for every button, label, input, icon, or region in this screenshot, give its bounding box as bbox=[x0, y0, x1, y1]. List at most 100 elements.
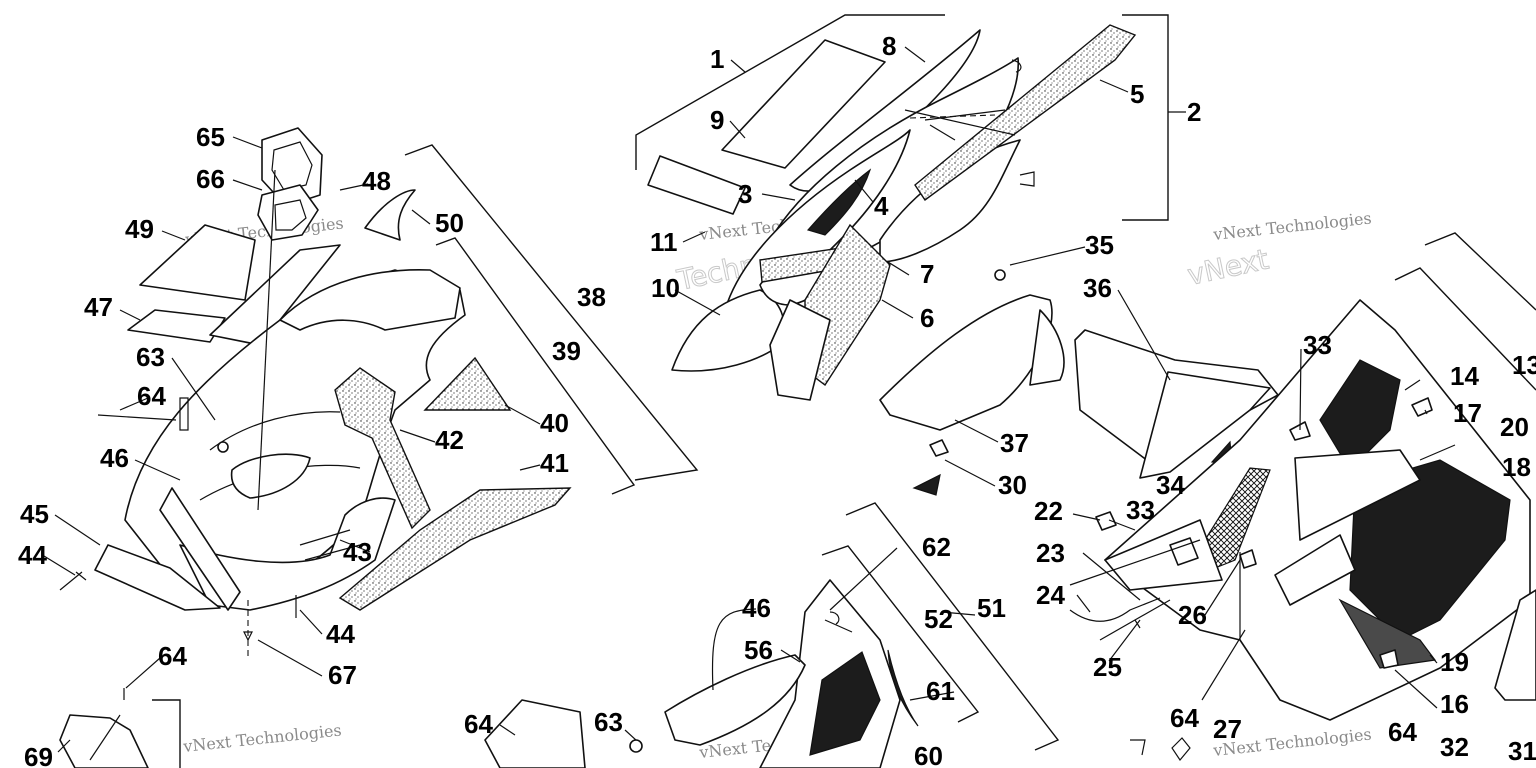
panel-69 bbox=[59, 714, 149, 768]
side-panel-assembly bbox=[484, 502, 1060, 768]
callout-7: 7 bbox=[920, 259, 934, 289]
bracket-lower-64 bbox=[484, 699, 586, 768]
callout-47: 47 bbox=[84, 292, 113, 322]
callout-46-left: 46 bbox=[100, 443, 129, 473]
window-decal-9 bbox=[721, 39, 886, 169]
panel-cutout bbox=[1274, 534, 1356, 606]
grommet-63-lower bbox=[629, 739, 643, 753]
handle-56 bbox=[664, 654, 806, 746]
callout-67: 67 bbox=[328, 660, 357, 690]
bracket-51 bbox=[845, 502, 1060, 751]
fastener-62 bbox=[824, 611, 853, 633]
watermark-outline-3: vNext bbox=[1185, 243, 1272, 292]
callout-16: 16 bbox=[1440, 689, 1469, 719]
callout-42: 42 bbox=[435, 425, 464, 455]
decal-16 bbox=[1379, 649, 1399, 669]
screw-44-left bbox=[59, 571, 87, 591]
callout-11: 11 bbox=[650, 227, 678, 257]
callout-26: 26 bbox=[1178, 600, 1207, 630]
callout-36: 36 bbox=[1083, 273, 1112, 303]
callout-64-left: 64 bbox=[137, 381, 166, 411]
right-panel-assembly bbox=[879, 232, 1536, 762]
side-panel-graphic bbox=[809, 651, 881, 756]
callout-22: 22 bbox=[1034, 496, 1063, 526]
callout-65: 65 bbox=[196, 122, 225, 152]
console-body-39 bbox=[124, 269, 466, 601]
bracket-13 bbox=[1394, 267, 1536, 391]
callout-19: 19 bbox=[1440, 647, 1469, 677]
callout-52: 52 bbox=[924, 604, 953, 634]
callout-8: 8 bbox=[882, 31, 896, 61]
wire-harness bbox=[1069, 597, 1171, 641]
callout-37: 37 bbox=[1000, 428, 1029, 458]
leader-lines bbox=[43, 46, 1456, 753]
side-graphic-18 bbox=[1349, 459, 1511, 641]
callout-64-lower-left: 64 bbox=[158, 641, 187, 671]
callout-64-lower-right: 64 bbox=[1170, 703, 1199, 733]
pad-40 bbox=[423, 356, 512, 411]
lower-left-assembly bbox=[59, 688, 181, 768]
callout-14: 14 bbox=[1450, 361, 1479, 391]
shroud-37 bbox=[879, 294, 1053, 431]
callout-34: 34 bbox=[1156, 470, 1185, 500]
bracket-2 bbox=[1122, 14, 1169, 221]
callout-33-lower: 33 bbox=[1126, 495, 1155, 525]
callout-63-lower: 63 bbox=[594, 707, 623, 737]
lower-nose-10 bbox=[671, 289, 785, 372]
bezel-lower bbox=[769, 299, 831, 401]
callout-4: 4 bbox=[874, 191, 889, 221]
callout-25: 25 bbox=[1093, 652, 1122, 682]
console-opening bbox=[230, 453, 311, 499]
bracket-1 bbox=[635, 14, 945, 170]
callout-61: 61 bbox=[926, 676, 955, 706]
fastener-26 bbox=[1239, 549, 1257, 569]
callout-62: 62 bbox=[922, 532, 951, 562]
callout-13: 13 bbox=[1512, 350, 1536, 380]
callout-10: 10 bbox=[651, 273, 680, 303]
callout-30: 30 bbox=[998, 470, 1027, 500]
foam-42 bbox=[334, 367, 431, 530]
callout-49: 49 bbox=[125, 214, 154, 244]
callout-60: 60 bbox=[914, 741, 943, 768]
callout-46-lower: 46 bbox=[742, 593, 771, 623]
callout-45: 45 bbox=[20, 499, 49, 529]
callout-17: 17 bbox=[1453, 398, 1482, 428]
callout-27: 27 bbox=[1213, 714, 1242, 744]
bracket-39 bbox=[435, 237, 636, 495]
arrow-30 bbox=[912, 473, 941, 496]
decal-11 bbox=[647, 155, 746, 215]
callout-64-lower-center: 64 bbox=[464, 709, 493, 739]
bracket-38 bbox=[404, 144, 699, 481]
strip-5 bbox=[914, 24, 1137, 201]
callout-labels: 1 2 3 4 5 6 7 8 9 10 11 13 14 16 17 18 1… bbox=[18, 31, 1536, 768]
watermark-text-3: vNext Technologies bbox=[1211, 208, 1372, 244]
clip-30 bbox=[929, 439, 949, 457]
callout-6: 6 bbox=[920, 303, 934, 333]
bracket-52 bbox=[821, 545, 980, 723]
nose-stripe-4 bbox=[806, 168, 872, 236]
grommet-63 bbox=[217, 441, 229, 453]
callout-9: 9 bbox=[710, 105, 724, 135]
callout-38: 38 bbox=[577, 282, 606, 312]
air-box-frame bbox=[1139, 371, 1271, 479]
pad-41 bbox=[338, 487, 572, 611]
callout-35: 35 bbox=[1085, 230, 1114, 260]
callout-63: 63 bbox=[136, 342, 165, 372]
grommet-35 bbox=[994, 269, 1006, 281]
callout-32: 32 bbox=[1440, 732, 1469, 762]
mount-7 bbox=[904, 109, 1016, 141]
callout-44-left: 44 bbox=[18, 540, 47, 570]
callout-2: 2 bbox=[1187, 97, 1201, 127]
callout-51: 51 bbox=[977, 593, 1006, 623]
bracket-69 bbox=[152, 699, 181, 768]
bracket-46 bbox=[159, 487, 241, 611]
callout-40: 40 bbox=[540, 408, 569, 438]
callout-48: 48 bbox=[362, 166, 391, 196]
callout-23: 23 bbox=[1036, 538, 1065, 568]
left-console-assembly bbox=[59, 127, 699, 660]
callout-41: 41 bbox=[540, 448, 569, 478]
side-piece-45 bbox=[94, 544, 221, 611]
gauge-plate-65 bbox=[261, 127, 323, 207]
screw-67 bbox=[243, 631, 253, 642]
